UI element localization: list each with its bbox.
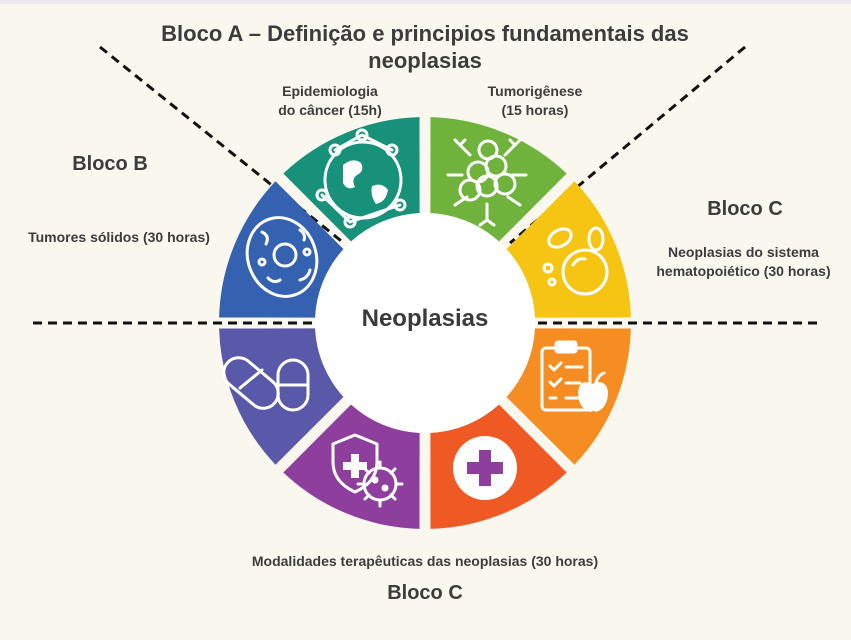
blood-cells-icon xyxy=(542,226,609,296)
tumorigenesis-label-line2: (15 horas) xyxy=(501,102,569,118)
block-a-title: Bloco A – Definição e principios fundame… xyxy=(161,21,689,73)
tumorigenesis-label: Tumorigênese (15 horas) xyxy=(460,82,610,120)
capsules-icon xyxy=(222,356,310,412)
shield-virus-icon xyxy=(331,433,404,508)
medical-cross-icon xyxy=(453,436,517,500)
segment-tumorigenesis xyxy=(506,181,631,318)
cell-icon xyxy=(245,216,319,298)
cell-cluster-icon xyxy=(446,138,528,227)
center-label: Neoplasias xyxy=(361,305,489,332)
block-c-right-heading: Bloco C xyxy=(707,198,783,220)
center-circle xyxy=(315,213,535,433)
block-c-right-subtitle-line1: Neoplasias do sistema xyxy=(668,244,819,260)
tumorigenesis-label-line1: Tumorigênese xyxy=(487,83,583,99)
block-c-right-subtitle-line2: hematopoiético (30 horas) xyxy=(656,263,831,279)
clipboard-apple-icon xyxy=(540,340,608,412)
block-c-bottom-heading: Bloco C xyxy=(387,582,463,604)
epidemiology-label-line2: do câncer (15h) xyxy=(278,102,382,118)
globe-network-icon xyxy=(315,128,407,229)
epidemiology-label-line1: Epidemiologia xyxy=(282,83,378,99)
block-c-right-subtitle: Neoplasias do sistema hematopoiético (30… xyxy=(636,243,851,281)
segment-drugs xyxy=(219,181,344,318)
block-b-heading: Bloco B xyxy=(72,153,148,175)
block-b-subtitle: Tumores sólidos (30 horas) xyxy=(28,229,210,245)
epidemiology-label: Epidemiologia do câncer (15h) xyxy=(255,82,405,120)
block-c-bottom-subtitle: Modalidades terapêuticas das neoplasias … xyxy=(251,553,599,569)
top-bar xyxy=(0,0,851,4)
